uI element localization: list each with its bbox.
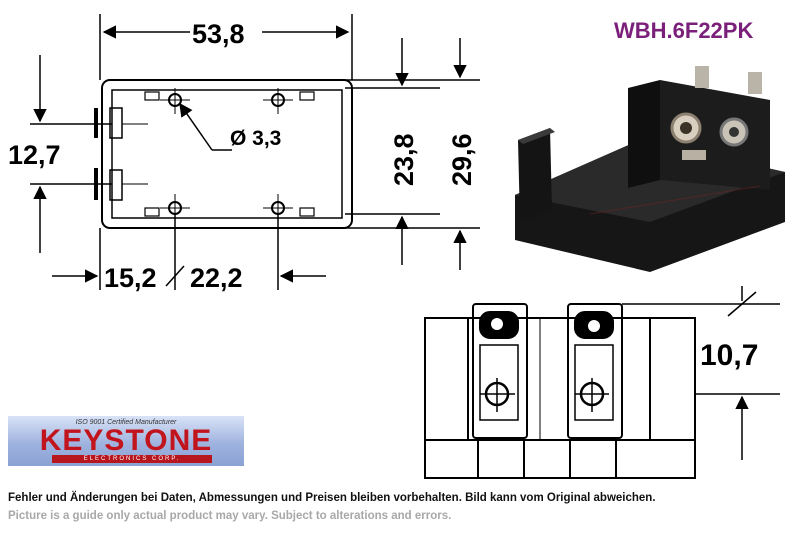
disclaimer-english: Picture is a guide only actual product m… [8,510,452,522]
side-outline [424,317,696,479]
dim-terminal-height: 10,7 [700,339,758,372]
dimension-lines-side [622,286,780,460]
side-view [424,303,696,479]
logo-brand: KEYSTONE [39,424,213,457]
logo-subtitle: ELECTRONICS CORP. [52,455,212,463]
disclaimer-german: Fehler und Änderungen bei Daten, Abmessu… [8,492,656,504]
dim-height-left: 12,7 [8,140,61,170]
holder-outline [101,79,353,229]
dimension-lines-top [30,14,480,290]
logo-certification: ISO 9001 Certified Manufacturer [75,419,177,426]
dim-inner-height: 23,8 [389,133,419,186]
keystone-logo: ISO 9001 Certified Manufacturer KEYSTONE… [8,416,244,466]
dim-hole-spacing: 22,2 [190,263,243,293]
dim-hole-diameter: Ø 3,3 [230,127,281,150]
part-number: WBH.6F22PK [614,18,754,43]
dim-outer-height: 29,6 [447,133,477,186]
top-view [94,79,353,229]
dim-overall-length: 53,8 [192,19,245,49]
product-photo [515,66,785,272]
dim-hole-offset: 15,2 [104,263,157,293]
